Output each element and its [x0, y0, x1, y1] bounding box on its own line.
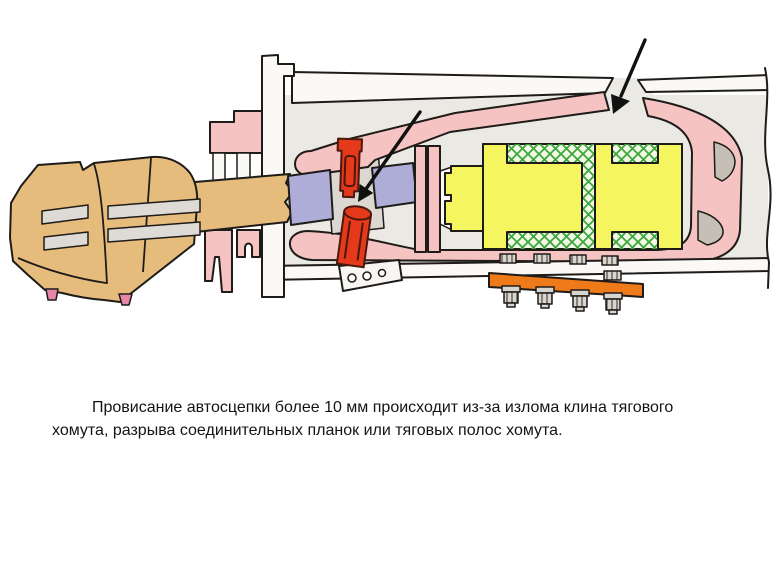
draft-gear-plunger [482, 143, 583, 250]
coupler [9, 155, 294, 306]
yoke-wedge-broken [335, 137, 373, 269]
bolt [501, 285, 521, 308]
front-stop-upper [209, 110, 263, 154]
caption: Провисание автосцепки более 10 мм происх… [52, 397, 752, 442]
draft-gear [414, 143, 683, 253]
front-stops [204, 110, 263, 293]
stop-leg [212, 152, 226, 184]
wedge-support-bracket [338, 259, 403, 292]
yoke-cutout-lower [697, 210, 724, 246]
head-slot [41, 204, 89, 225]
bolt-nut [499, 253, 517, 264]
caption-line-2: хомута, разрыва соединительных планок ил… [52, 421, 563, 439]
wedge-upper-fragment [336, 137, 364, 199]
draft-gear-front-block [444, 165, 484, 232]
draft-gear-housing [594, 143, 683, 250]
lock-lift-tab [45, 288, 59, 301]
bolt-nut [533, 253, 551, 264]
wedge-break-arrow-icon [358, 110, 422, 202]
yoke-body [288, 97, 743, 263]
coupler-shank [194, 173, 294, 233]
wedge-fallen-fragment [335, 205, 373, 269]
yoke-cutout-upper [713, 141, 736, 182]
follower-bar [414, 145, 427, 253]
follower-plates [287, 162, 418, 226]
bolt [570, 289, 590, 312]
bracket-hole [362, 271, 372, 281]
bolt-nut [603, 270, 622, 281]
follower-bar [427, 145, 441, 253]
annotation-arrows [358, 38, 647, 202]
support-plate-bolts [499, 253, 623, 315]
traction-yoke [288, 97, 743, 263]
frame-break-line [764, 67, 780, 290]
yoke-top-strap-broken [294, 91, 610, 177]
caption-line-1: Провисание автосцепки более 10 мм происх… [92, 399, 674, 416]
head-contour-line [17, 257, 107, 284]
bolt [603, 292, 623, 315]
head-slot [107, 221, 201, 243]
bracket-hole [377, 268, 387, 278]
front-stop-lower-notched [236, 229, 261, 258]
bolt-nut [569, 254, 587, 265]
lock-lift-tab [118, 293, 133, 306]
bolt [535, 286, 555, 309]
head-slot [107, 198, 201, 220]
head-contour-line [93, 163, 108, 285]
frame-top-bar [291, 71, 771, 104]
front-stop-lower [204, 229, 233, 293]
shank-butt-plate [287, 169, 334, 226]
bracket-hole [347, 273, 357, 283]
strap-break-arrow-icon [611, 38, 647, 114]
bolt-nut [601, 255, 619, 266]
head-slot [43, 231, 89, 251]
frame-top-bar-right [637, 74, 771, 93]
support-plate-dropped [488, 272, 644, 298]
